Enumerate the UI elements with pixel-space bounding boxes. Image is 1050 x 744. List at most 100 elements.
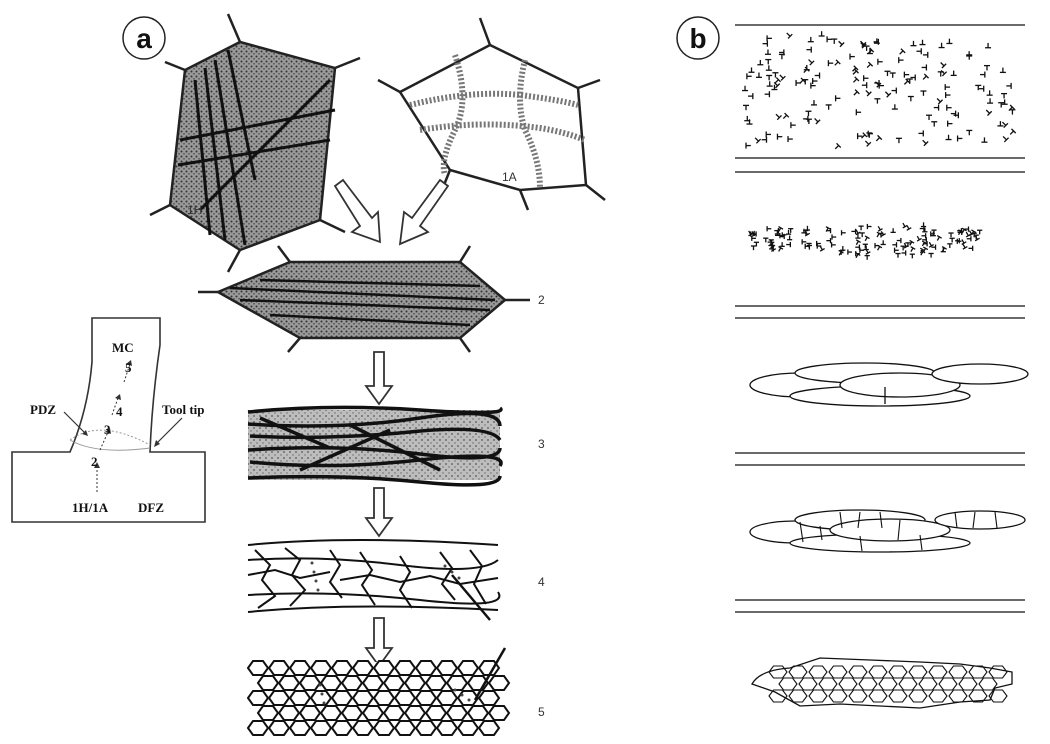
dislocation-symbol — [805, 226, 810, 230]
converging-arrows — [335, 180, 448, 244]
dislocation-symbol — [902, 250, 906, 255]
dislocation-symbol — [890, 73, 896, 78]
dislocation-tangles — [746, 222, 982, 260]
dislocation-symbol — [746, 230, 753, 236]
dislocation-symbol — [1000, 68, 1006, 73]
dislocation-symbol — [997, 121, 1003, 126]
dislocation-symbol — [785, 31, 793, 39]
dislocation-symbol — [947, 244, 952, 248]
dislocation-symbol — [742, 86, 748, 91]
label-stage-3: 3 — [538, 437, 545, 451]
dislocation-symbol — [920, 91, 926, 96]
path-point-2: 2 — [91, 454, 98, 469]
dislocation-symbol — [977, 230, 982, 234]
dislocation-symbol — [865, 62, 873, 70]
dislocation-symbol — [916, 48, 921, 54]
dislocation-symbol — [948, 233, 953, 237]
dislocation-symbol — [860, 248, 864, 253]
dislocation-symbol — [776, 247, 783, 253]
dislocation-symbol — [805, 111, 811, 116]
elongated-subgrains — [750, 363, 1028, 406]
dislocation-symbol — [946, 92, 951, 98]
dislocation-symbol — [985, 43, 991, 48]
dislocation-symbol — [935, 96, 943, 104]
arrow-3-to-4 — [366, 488, 392, 536]
dislocation-symbol — [1006, 83, 1011, 89]
dislocation-symbol — [851, 77, 859, 85]
dislocation-symbol — [813, 78, 818, 84]
dislocation-symbol — [811, 100, 817, 105]
dislocation-symbol — [926, 115, 932, 120]
dislocation-symbol — [763, 238, 768, 242]
dislocation-symbol — [921, 74, 929, 82]
label-pdz: PDZ — [30, 402, 56, 417]
dislocation-symbol — [1001, 134, 1009, 142]
dislocation-symbol — [832, 234, 836, 239]
dislocation-symbol — [766, 75, 772, 80]
dislocation-symbol — [848, 249, 852, 254]
dislocation-symbol — [921, 138, 929, 146]
grain-1h — [150, 14, 360, 272]
dislocation-symbol — [922, 64, 927, 70]
dislocation-symbol — [979, 86, 984, 92]
dislocation-symbol — [895, 254, 900, 258]
label-stage-2: 2 — [538, 293, 545, 307]
dislocation-symbol — [874, 39, 879, 45]
dislocation-symbol — [772, 73, 778, 78]
grain-stage-2 — [198, 246, 530, 352]
dislocation-symbol — [831, 39, 837, 44]
dislocation-symbol — [931, 122, 937, 127]
dislocation-symbol — [897, 238, 901, 243]
dislocation-symbol — [780, 242, 785, 246]
dislocation-symbol — [865, 256, 870, 260]
dislocation-symbol — [774, 228, 778, 233]
dislocation-symbol — [915, 235, 922, 241]
dislocation-symbol — [859, 41, 867, 49]
dislocation-symbol — [863, 139, 871, 147]
dislocation-symbol — [904, 72, 909, 78]
dislocation-symbol — [826, 105, 832, 110]
dislocation-symbol — [856, 109, 861, 115]
dislocation-symbol — [753, 136, 761, 144]
dislocation-symbol — [984, 108, 992, 116]
dislocation-symbol — [788, 136, 793, 142]
dislocation-symbol — [762, 137, 767, 143]
dislocation-symbol — [827, 36, 832, 42]
dislocation-symbol — [876, 225, 883, 231]
dislocation-symbol — [863, 244, 868, 248]
dislocation-symbol — [884, 71, 890, 76]
dislocation-symbol — [777, 134, 782, 140]
dislocation-symbol — [998, 103, 1004, 108]
dislocation-symbol — [951, 71, 957, 76]
dislocation-symbol — [832, 242, 836, 247]
dislocation-symbol — [950, 238, 955, 242]
dislocation-symbol — [896, 138, 902, 143]
dislocation-symbol — [892, 104, 898, 109]
dislocation-symbol — [921, 222, 926, 226]
dislocation-symbol — [892, 88, 897, 94]
dislocation-symbol — [939, 60, 947, 68]
label-dfz: DFZ — [138, 500, 164, 515]
dislocation-symbol — [1007, 105, 1015, 113]
dislocation-symbol — [804, 65, 810, 70]
dislocation-symbol — [774, 112, 782, 120]
svg-text:a: a — [136, 23, 152, 54]
dislocation-symbol — [987, 98, 993, 103]
dislocation-symbol — [763, 41, 768, 47]
dislocation-symbol — [923, 52, 928, 58]
label-tool-tip: Tool tip — [162, 402, 205, 417]
dislocation-symbol — [864, 245, 869, 249]
panel-b-label: b — [677, 17, 719, 59]
dislocation-symbol — [901, 222, 908, 228]
arrow-1a-to-2 — [400, 180, 448, 244]
dislocation-symbol — [864, 88, 872, 96]
dislocation-symbol — [905, 224, 912, 230]
dislocation-symbol — [858, 226, 863, 230]
dislocation-symbol — [891, 228, 896, 232]
label-stage-5: 5 — [538, 705, 545, 719]
dislocation-symbol — [833, 143, 841, 151]
dislocation-symbol — [765, 49, 771, 54]
dislocation-symbol — [883, 90, 891, 98]
dislocation-symbol — [862, 82, 867, 88]
label-origin: 1H/1A — [72, 500, 109, 515]
